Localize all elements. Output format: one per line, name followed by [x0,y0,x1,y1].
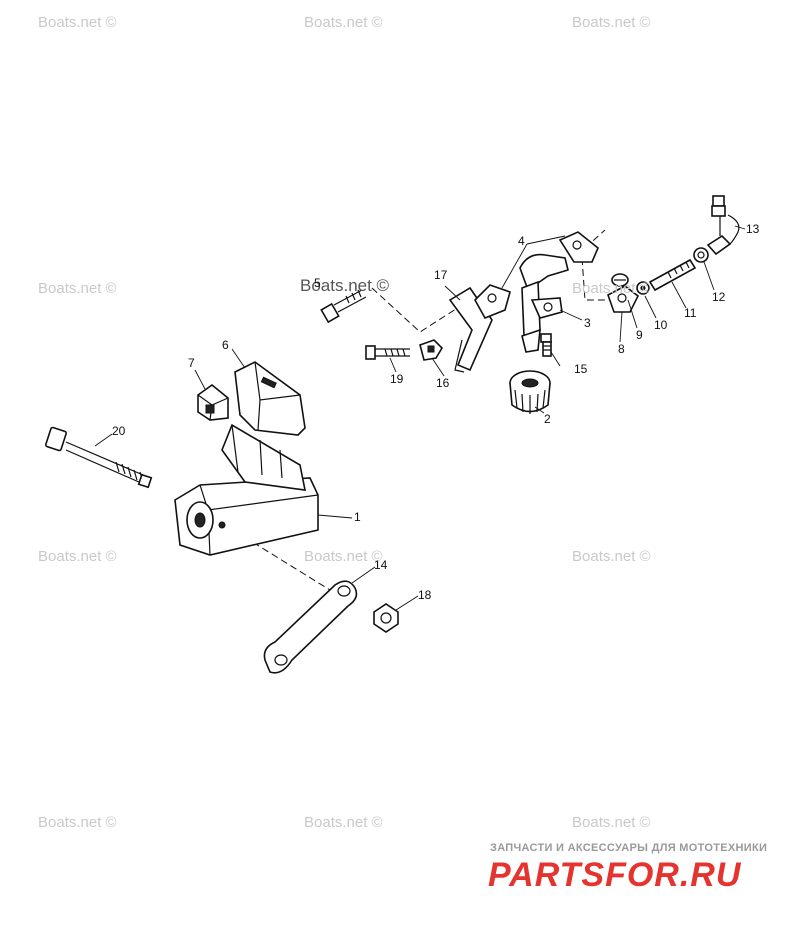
leader-line [703,261,715,291]
leader-line [231,348,246,369]
bolt-part-20 [45,426,153,489]
callout-11: 11 [684,306,697,320]
leader-line [627,299,638,329]
callout-6: 6 [222,338,229,352]
clip-part-16 [419,339,444,361]
callout-8: 8 [618,342,625,356]
callout-9: 9 [636,328,643,342]
leader-line [619,311,623,343]
leader-line [194,369,206,390]
watermark: Boats.net © [38,14,117,31]
leader-line [444,285,461,301]
leader-line [734,225,746,230]
watermark: Boats.net © [38,814,117,831]
block-part-7 [197,383,229,421]
ball-joint-part-13 [706,195,740,256]
callout-5: 5 [314,276,321,290]
washer-part-10 [636,281,650,295]
leader-line [550,351,561,367]
leader-line [317,514,353,519]
leader-line [526,235,566,245]
callout-7: 7 [188,356,195,370]
watermark: Boats.net © [300,276,390,295]
callout-16: 16 [436,376,450,390]
brand-logo: PARTSFOR.RU [488,856,742,894]
callout-19: 19 [390,372,404,386]
yoke-shaft-part-3-4 [474,231,599,353]
callout-12: 12 [712,290,726,304]
leader-line [534,406,545,414]
leader-line [389,357,397,373]
callout-15: 15 [574,362,588,376]
callout-3: 3 [584,316,591,330]
watermark: Boats.net © [304,548,383,565]
leader-line [559,309,583,321]
callout-13: 13 [746,222,760,236]
brand-subtitle: ЗАПЧАСТИ И АКСЕССУАРЫ ДЛЯ МОТОТЕХНИКИ [490,842,768,854]
watermark: Boats.net © [572,280,651,297]
watermark: Boats.net © [38,548,117,565]
leader-line [431,357,445,377]
leader-line [351,566,376,584]
callout-18: 18 [418,588,432,602]
link-arm-part-14 [263,580,358,674]
callout-4: 4 [518,234,525,248]
leader-line [94,433,113,447]
callout-17: 17 [434,268,448,282]
gear-part-2 [509,370,551,414]
cover-part-6 [234,361,306,436]
swivel-part-8-9 [607,273,640,313]
leader-line [395,595,419,611]
leader-line [671,281,687,309]
watermark: Boats.net © [304,14,383,31]
assembly-line [224,524,331,591]
nut-part-12 [693,247,709,263]
nut-part-18 [373,603,399,633]
watermark: Boats.net © [572,14,651,31]
watermark: Boats.net © [304,814,383,831]
callout-1: 1 [354,510,361,524]
callout-14: 14 [374,558,388,572]
watermark: Boats.net © [572,548,651,565]
callout-10: 10 [654,318,668,332]
rod-part-11 [648,258,697,292]
leader-line [644,295,657,319]
assembly-line [371,287,471,333]
watermark: Boats.net © [38,280,117,297]
callout-20: 20 [112,424,126,438]
callout-2: 2 [544,412,551,426]
fitting-part-15 [540,333,552,357]
watermark: Boats.net © [572,814,651,831]
screw-part-19 [365,345,410,360]
leader-line [501,243,528,289]
bracket-part-1 [174,423,319,556]
bolt-part-5 [320,289,367,324]
